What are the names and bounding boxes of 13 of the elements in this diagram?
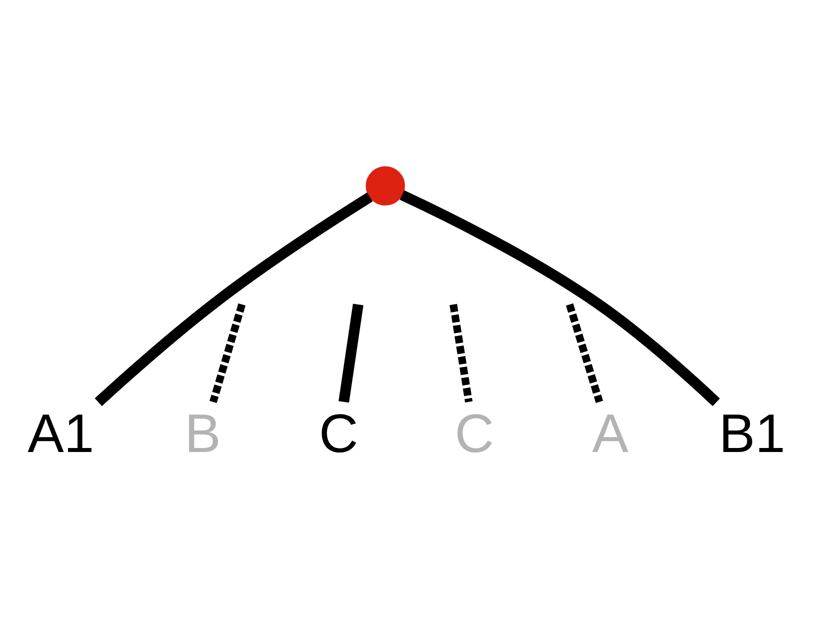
node-text: C: [454, 403, 494, 464]
connector: [400, 190, 720, 406]
connector: [210, 303, 246, 403]
node-circle: [366, 166, 405, 206]
connector: [94, 192, 373, 406]
connector: [450, 304, 473, 402]
connector: [566, 303, 604, 403]
node-text: C: [318, 403, 358, 464]
node-text: B1: [718, 403, 786, 464]
node-text: A: [592, 403, 628, 464]
node-text: A1: [28, 403, 94, 464]
connector: [338, 304, 364, 403]
node-text: B: [184, 403, 221, 464]
